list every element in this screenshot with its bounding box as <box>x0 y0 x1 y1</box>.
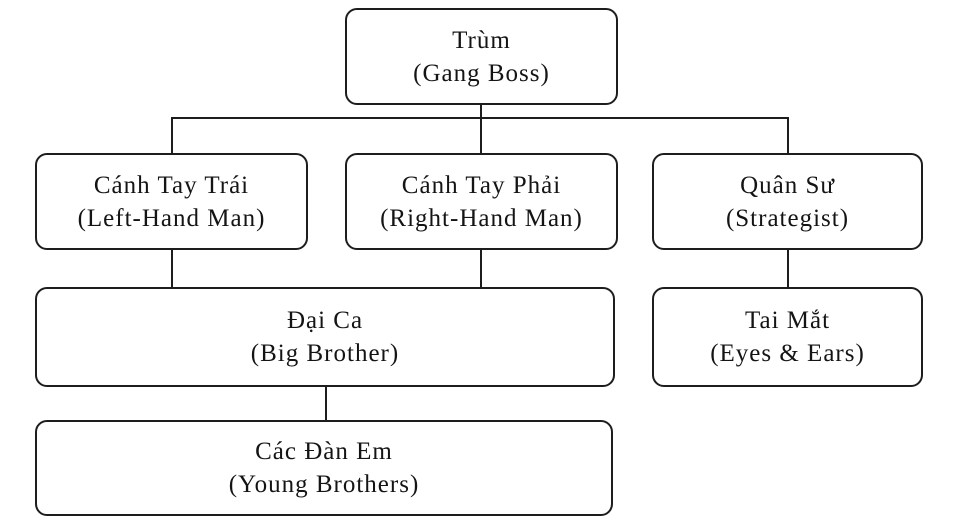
node-gang-boss-subtitle: (Gang Boss) <box>413 59 550 87</box>
node-eyes-ears-title: Tai Mắt <box>744 307 831 334</box>
node-big-brother-title: Đại Ca <box>286 307 364 334</box>
node-right-hand-man: Cánh Tay Phải (Right-Hand Man) <box>345 153 618 250</box>
node-big-brother-subtitle: (Big Brother) <box>250 340 400 367</box>
connector-boss-to-tier1 <box>480 103 482 153</box>
node-left-hand-man: Cánh Tay Trái (Left-Hand Man) <box>35 153 308 250</box>
connector-big-brother-to-young-brothers <box>325 387 327 420</box>
connector-tier1-horizontal <box>171 117 789 119</box>
node-young-brothers-title: Các Đàn Em <box>255 438 393 465</box>
connector-left-hand-to-big-brother <box>171 250 173 287</box>
node-left-hand-man-subtitle: (Left-Hand Man) <box>77 204 266 232</box>
connector-right-hand-to-big-brother <box>480 250 482 287</box>
node-strategist-title: Quân Sư <box>740 171 835 199</box>
node-eyes-ears-subtitle: (Eyes & Ears) <box>710 340 865 367</box>
connector-strategist-to-eyes-ears <box>787 250 789 287</box>
node-right-hand-man-title: Cánh Tay Phải <box>401 171 562 199</box>
node-strategist-subtitle: (Strategist) <box>725 204 850 232</box>
node-gang-boss: Trùm (Gang Boss) <box>345 8 618 105</box>
node-young-brothers-subtitle: (Young Brothers) <box>228 471 420 498</box>
node-big-brother: Đại Ca (Big Brother) <box>35 287 615 387</box>
node-right-hand-man-subtitle: (Right-Hand Man) <box>380 204 583 232</box>
node-gang-boss-title: Trùm <box>452 26 511 54</box>
node-strategist: Quân Sư (Strategist) <box>652 153 923 250</box>
node-left-hand-man-title: Cánh Tay Trái <box>93 171 250 199</box>
node-young-brothers: Các Đàn Em (Young Brothers) <box>35 420 613 516</box>
node-eyes-ears: Tai Mắt (Eyes & Ears) <box>652 287 923 387</box>
connector-tier1-to-strategist <box>787 117 789 153</box>
connector-tier1-to-left-hand <box>171 117 173 153</box>
